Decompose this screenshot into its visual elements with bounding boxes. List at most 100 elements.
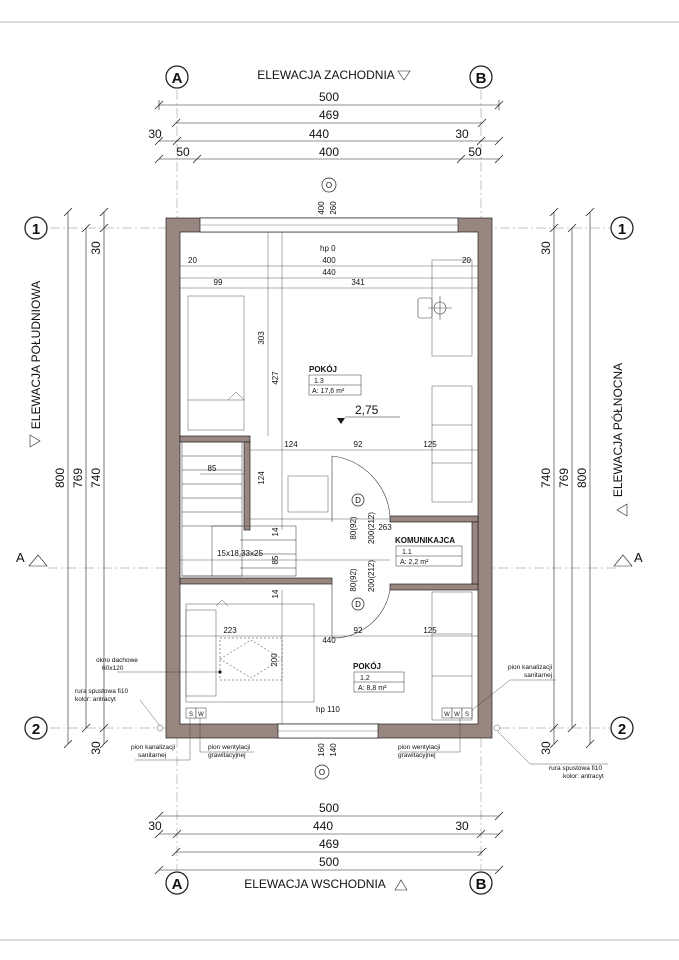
dim-int-341: 341 [351,278,365,287]
svg-text:85: 85 [271,555,280,564]
dim-int-427: 427 [271,371,280,385]
right-dimension-chains [549,207,595,749]
room-height-marker [337,418,345,424]
elevation-label-bottom: ELEWACJA WSCHODNIA [244,877,386,891]
dim-top-30-right: 30 [455,127,469,141]
dim-int-303: 303 [257,331,266,345]
dim-int-85-a: 85 [208,464,217,473]
window-marker-top: O [321,177,337,193]
svg-text:POKÓJ: POKÓJ [309,365,337,374]
room-height: 2,75 [355,403,379,417]
svg-text:800: 800 [575,468,589,488]
outer-walls [165,217,493,739]
axis-bubble-1-left: 1 [24,216,48,240]
dim-int-92-a: 92 [354,440,363,449]
axis-label: 2 [32,721,40,738]
door-marker-d2: D [351,597,365,611]
note-downpipe-right-1: rura spustowa fi10 [549,765,602,772]
bed-top-room [187,295,245,431]
top-dimension-chains [154,100,504,164]
svg-text:303: 303 [257,331,266,345]
svg-text:80(92): 80(92) [349,516,358,539]
level-hp0: hp 0 [320,244,336,253]
svg-text:30: 30 [89,241,103,255]
svg-text:1.2: 1.2 [360,675,370,682]
axis-bubble-a-bottom: A [165,871,189,895]
dim-left-740: 740 [89,468,103,488]
dim-int-125-a: 125 [423,440,437,449]
dim-right-769: 769 [557,468,571,488]
svg-text:200: 200 [270,653,279,667]
svg-text:ELEWACJA POŁUDNIOWA: ELEWACJA POŁUDNIOWA [29,281,43,429]
svg-text:769: 769 [557,468,571,488]
door-dim-200-212-top: 200(212) [367,512,376,544]
svg-text:A: 17,6 m²: A: 17,6 m² [312,388,345,395]
door-swing-bottom [331,584,391,639]
axis-bubble-a-top: A [165,65,189,89]
svg-text:A: 8,8 m²: A: 8,8 m² [358,685,387,692]
axis-bubble-2-left: 2 [24,716,48,740]
note-vent-left-1: pion wentylacji [208,744,250,751]
stair-spec: 15x18,33x25 [217,549,263,558]
dim-right-800: 800 [575,468,589,488]
note-sewer-right-1: pion kanalizacji [508,664,552,671]
svg-text:O: O [319,768,325,777]
dim-int-14-b: 14 [271,589,280,598]
svg-text:160: 160 [317,743,326,757]
door-dim-200-212-bottom: 200(212) [367,560,376,592]
dim-top-400: 400 [319,145,339,159]
dim-bottom-440: 440 [313,819,333,833]
svg-text:740: 740 [539,468,553,488]
section-arrow-right [613,554,633,567]
section-label-left: A [16,550,25,565]
note-sewer-left-2: sanitarnej [138,752,166,759]
elevation-arrow-left [29,434,41,448]
dim-int-99: 99 [214,278,223,287]
dim-int-92-b: 92 [354,626,363,635]
window-dim-260: 260 [329,201,338,215]
wardrobe-bottom-room [431,591,473,721]
dim-top-50-left: 50 [176,145,190,159]
axis-bubble-b-top: B [469,65,493,89]
window-marker-bottom: O [314,764,330,780]
dim-top-500: 500 [319,90,339,104]
dim-top-30-left: 30 [148,127,162,141]
dim-bottom-30-left: 30 [148,819,162,833]
riser-tags-left: S W [185,707,207,719]
svg-text:14: 14 [271,589,280,598]
window-dim-140: 140 [329,743,338,757]
bottom-dimension-chains [154,811,504,875]
elevation-arrow-bottom [394,879,408,891]
room-label-1-3: POKÓJ 1.3 A: 17,6 m² [308,365,362,396]
svg-text:400: 400 [317,201,326,215]
axis-label: B [476,70,487,87]
axis-label: A [172,70,183,87]
svg-text:A: 2,2 m²: A: 2,2 m² [400,559,429,566]
elevation-label-left: ELEWACJA POŁUDNIOWA [29,281,43,429]
door-dim-80-92-bottom: 80(92) [349,568,358,591]
desk-chair-icon [417,296,452,320]
left-dimension-chains [63,207,109,749]
dim-bottom-469: 469 [319,837,339,851]
room-label-1-1: KOMUNIKAJCA 1.1 A: 2,2 m² [395,536,463,567]
svg-text:W: W [444,712,450,718]
note-downpipe-left-2: kolor: antracyt [75,696,116,703]
note-downpipe-right-2: kolor: antracyt [563,773,604,780]
section-label-right: A [634,550,643,565]
dim-left-769: 769 [71,468,85,488]
bed-bottom-room [185,599,315,703]
dim-bottom-500-a: 500 [319,801,339,815]
dim-int-223: 223 [223,626,237,635]
note-skylight-1: okno dachowe [96,657,138,664]
svg-text:124: 124 [257,471,266,485]
interior-walls [179,435,479,591]
dim-left-30-top: 30 [89,241,103,255]
riser-tags-right: W W S [441,707,473,719]
note-skylight-2: 60x120 [102,665,124,672]
elevation-arrow-top [397,70,411,81]
dim-left-800: 800 [53,468,67,488]
svg-text:14: 14 [271,527,280,536]
svg-text:W: W [198,712,204,718]
dim-int-400: 400 [322,256,336,265]
